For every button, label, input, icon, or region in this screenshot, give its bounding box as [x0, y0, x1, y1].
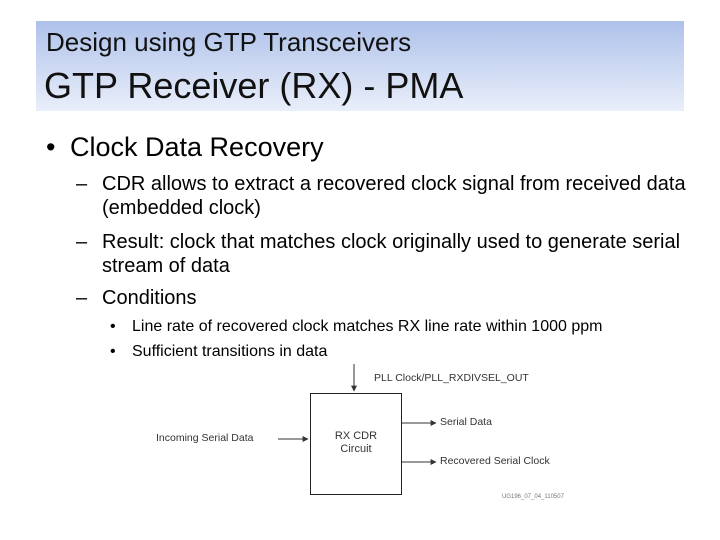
- bullet-level3: • Sufficient transitions in data: [110, 343, 327, 361]
- figure-id: UG196_07_04_110507: [502, 494, 564, 500]
- diagram-arrows: [278, 364, 437, 465]
- recovered-clock-output-label: Recovered Serial Clock: [440, 455, 550, 467]
- bullet-marker: –: [76, 173, 88, 195]
- bullet-text: Result: clock that matches clock origina…: [102, 231, 681, 277]
- bullet-level3: • Line rate of recovered clock matches RX…: [110, 318, 602, 336]
- bullet-text: CDR allows to extract a recovered clock …: [102, 173, 686, 219]
- bullet-marker: •: [110, 343, 116, 360]
- bullet-text: Clock Data Recovery: [70, 132, 324, 162]
- bullet-level1: • Clock Data Recovery: [46, 132, 324, 163]
- bullet-marker: •: [46, 132, 56, 162]
- rx-cdr-block: RX CDR Circuit: [310, 393, 402, 495]
- bullet-marker: •: [110, 318, 116, 335]
- cdr-block-diagram: PLL Clock/PLL_RXDIVSEL_OUT Incoming Seri…: [150, 362, 590, 512]
- rx-cdr-block-label: RX CDR Circuit: [311, 430, 401, 456]
- serial-data-output-label: Serial Data: [440, 416, 492, 428]
- slide-supertitle: Design using GTP Transceivers: [46, 27, 412, 57]
- bullet-marker: –: [76, 231, 88, 253]
- clock-input-label: PLL Clock/PLL_RXDIVSEL_OUT: [374, 372, 529, 384]
- bullet-text: Sufficient transitions in data: [132, 343, 328, 360]
- bullet-text: Line rate of recovered clock matches RX …: [132, 318, 603, 335]
- title-bar: Design using GTP Transceivers GTP Receiv…: [36, 21, 684, 111]
- block-label-line1: RX CDR: [334, 430, 378, 442]
- bullet-text: Conditions: [102, 287, 197, 309]
- block-label-line2: Circuit: [340, 443, 372, 455]
- bullet-marker: –: [76, 287, 88, 309]
- serial-data-input-label: Incoming Serial Data: [156, 432, 254, 444]
- slide-title: GTP Receiver (RX) - PMA: [44, 65, 464, 106]
